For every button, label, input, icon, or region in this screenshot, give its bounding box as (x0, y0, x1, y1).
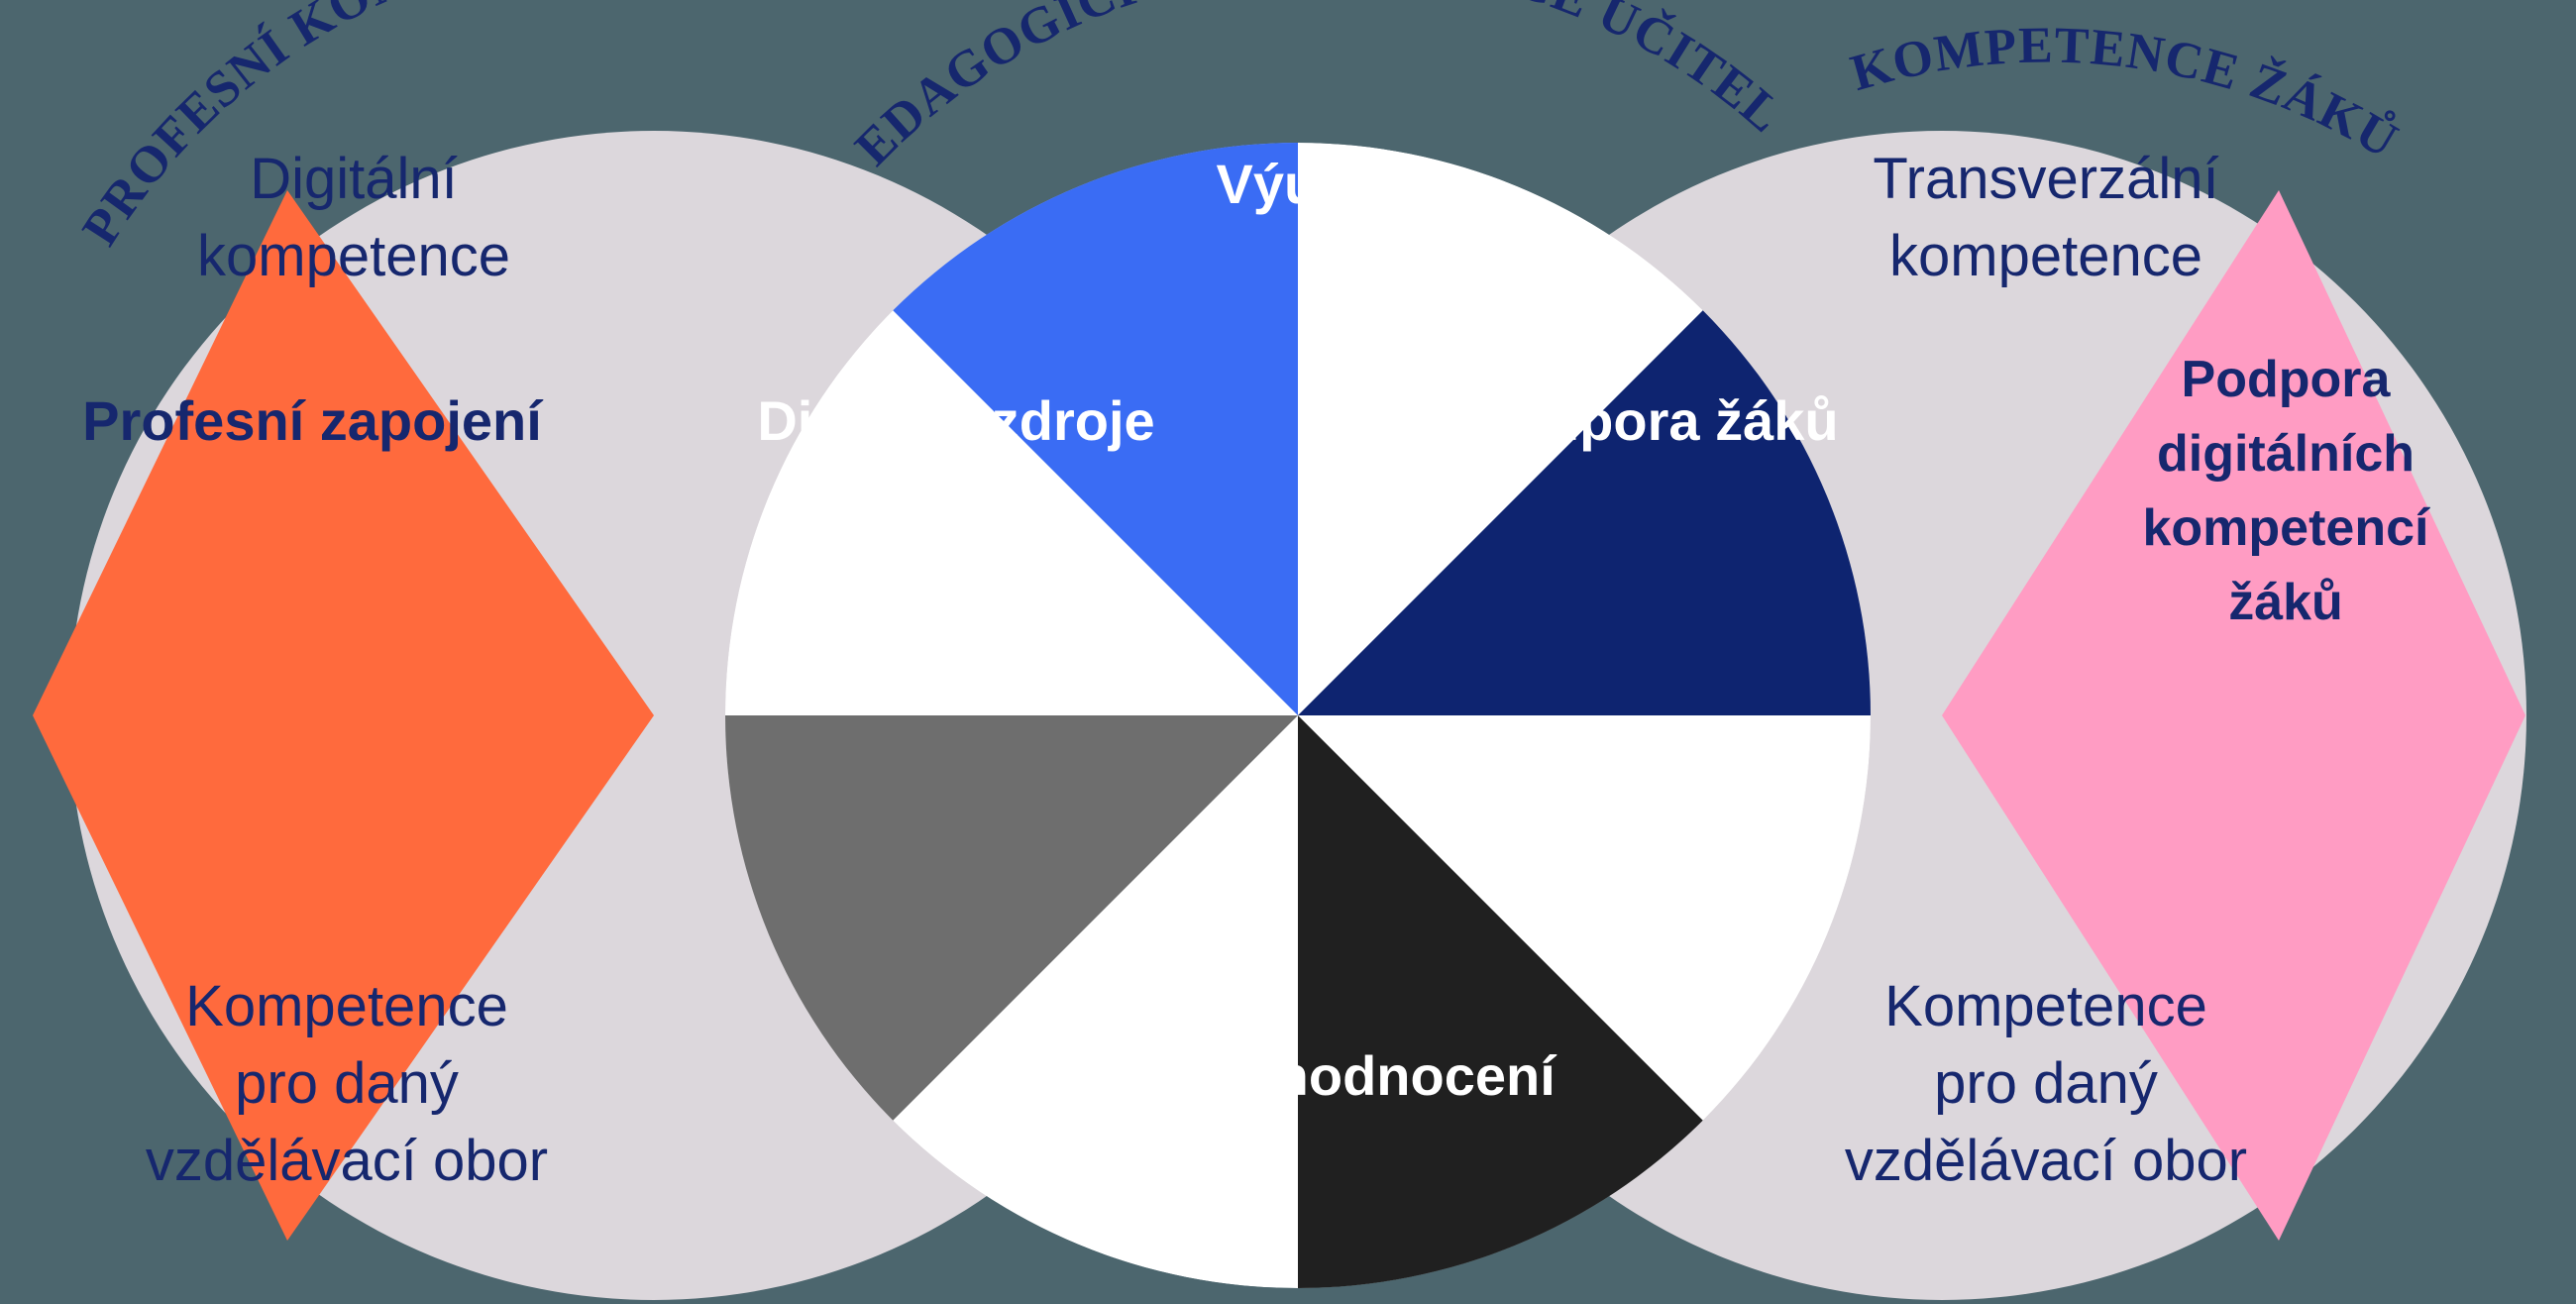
halo-label-right-top-line-1: Transverzální (1873, 147, 2218, 211)
halo-label-right-top: Transverzální kompetence (1873, 147, 2218, 288)
segment-profesni-zapojeni-shape[interactable] (33, 190, 654, 1241)
segment-label-pdkz-line-3: kompetencí (2143, 499, 2431, 557)
halo-labels: Digitální kompetence Kompetence pro daný… (146, 147, 2247, 1193)
halo-label-left-top: Digitální kompetence (197, 147, 510, 288)
slice-vyuka[interactable] (879, 0, 1594, 716)
slice-digitalni-zdroje[interactable] (583, 419, 1298, 1135)
wedge-pink[interactable] (1942, 190, 2525, 1241)
halo-label-left-top-line-2: kompetence (197, 224, 510, 288)
segment-label-digitalni-zdroje: Digitální zdroje (757, 389, 1154, 452)
segment-label-pdkz-line-4: žáků (2228, 574, 2343, 631)
halo-label-right-bottom-line-1: Kompetence (1884, 974, 2207, 1038)
segment-labels: Profesní zapojení Digitální zdroje Výuka… (82, 153, 2430, 1107)
halo-label-right-bottom: Kompetence pro daný vzdělávací obor (1845, 974, 2247, 1193)
halo-label-left-bottom-line-2: pro daný (235, 1051, 459, 1116)
center-quadrant-circle (583, 0, 2013, 1304)
segment-label-vyuka: Výuka (1217, 153, 1381, 215)
segment-label-pdkz-line-2: digitálních (2157, 425, 2415, 483)
halo-label-right-bottom-line-2: pro daný (1934, 1051, 2158, 1116)
segment-label-profesni-zapojeni: Profesní zapojení (82, 389, 544, 452)
slice-digitalni-hodnoceni[interactable] (1002, 715, 1717, 1304)
slice-podpora-zaku[interactable] (1298, 296, 2013, 1012)
segment-label-podpora-digitalnich-kompetenci-zaku: Podpora digitálních kompetencí žáků (2143, 351, 2431, 631)
segment-label-digitalni-hodnoceni: Digitální hodnocení (1040, 1044, 1557, 1107)
wedge-orange[interactable] (33, 190, 654, 1241)
segment-podpora-digitalnich-kompetenci-shape[interactable] (1942, 190, 2525, 1241)
segment-label-podpora-zaku: Podpora žáků (1474, 389, 1838, 452)
segment-label-pdkz-line-1: Podpora (2182, 351, 2392, 408)
halo-label-right-bottom-line-3: vzdělávací obor (1845, 1129, 2247, 1193)
halo-label-left-bottom: Kompetence pro daný vzdělávací obor (146, 974, 548, 1193)
halo-label-right-top-line-2: kompetence (1889, 224, 2202, 288)
halo-label-left-bottom-line-1: Kompetence (185, 974, 508, 1038)
halo-label-left-top-line-1: Digitální (250, 147, 458, 211)
halo-label-left-bottom-line-3: vzdělávací obor (146, 1129, 548, 1193)
